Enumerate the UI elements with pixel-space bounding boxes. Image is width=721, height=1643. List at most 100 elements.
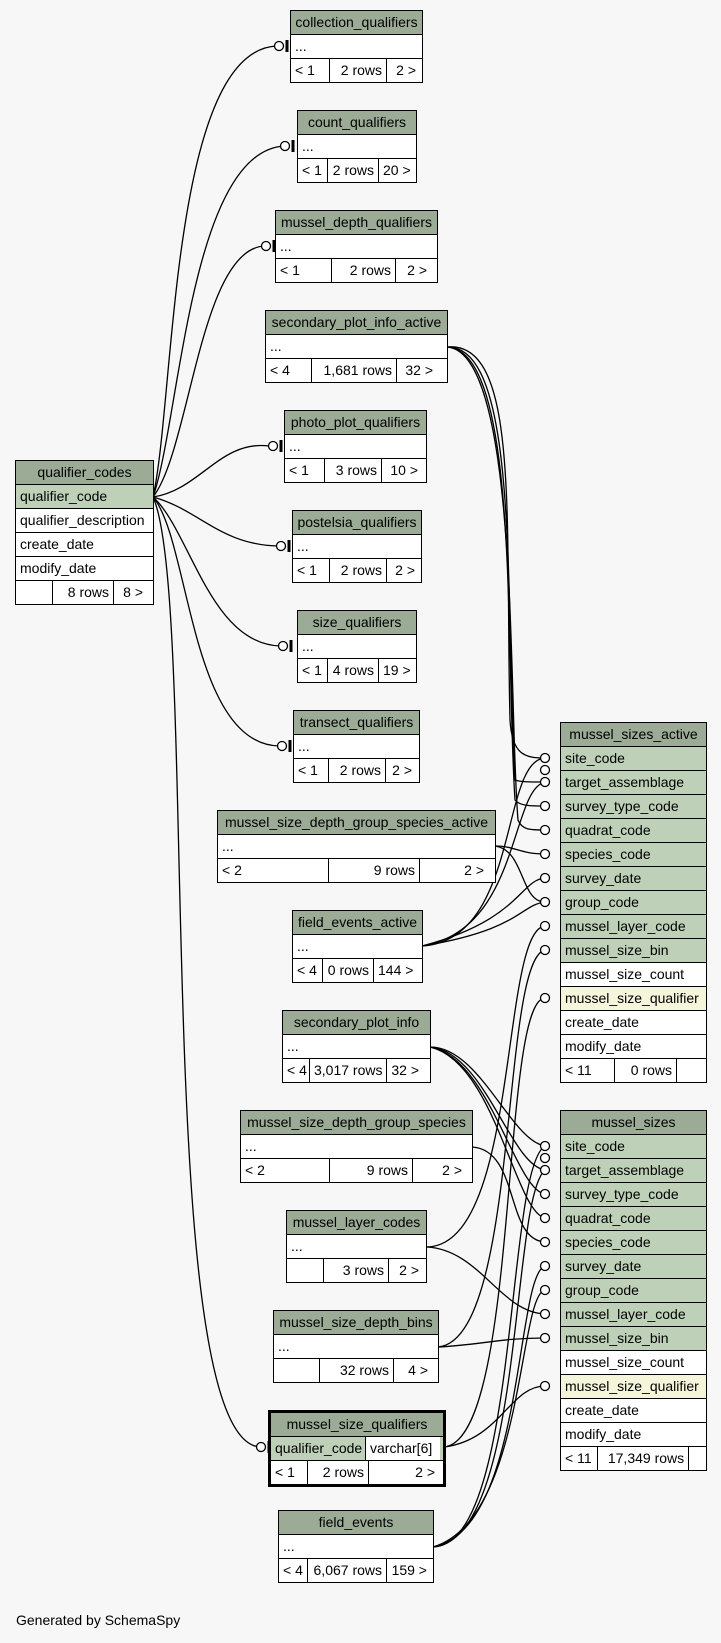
table-field-events-active[interactable]: field_events_active ... < 4 0 rows 144 > [292,910,423,983]
parents-link[interactable]: < 2 [218,859,329,882]
parents-link[interactable]: < 11 [561,1059,615,1082]
table-title[interactable]: secondary_plot_info_active [266,311,447,335]
column-row[interactable]: ... [276,235,437,259]
table-title[interactable]: mussel_size_depth_bins [274,1311,438,1335]
children-link[interactable]: 2 > [464,862,484,878]
table-title[interactable]: collection_qualifiers [291,11,422,35]
table-title[interactable]: field_events [279,1511,433,1535]
column-row[interactable]: ... [287,1235,426,1259]
column-row[interactable]: create_date [561,1399,706,1423]
table-title[interactable]: mussel_layer_codes [287,1211,426,1235]
table-field-events[interactable]: field_events ... < 4 6,067 rows 159 > [278,1510,434,1583]
table-title[interactable]: mussel_size_depth_group_species_active [218,811,495,835]
column-row[interactable]: ... [274,1335,438,1359]
table-title[interactable]: qualifier_codes [16,461,153,485]
column-row[interactable]: ... [241,1135,472,1159]
children-link[interactable]: 2 > [442,1162,462,1178]
column-row-primary-key[interactable]: qualifier_code [16,485,153,509]
column-row[interactable]: ... [298,135,416,159]
parents-link[interactable]: < 2 [241,1159,330,1182]
column-row[interactable]: create_date [561,1011,706,1035]
column-row[interactable]: qualifier_description [16,509,153,533]
column-row-primary-key[interactable]: species_code [561,843,706,867]
parents-link[interactable]: < 4 [279,1559,308,1582]
children-link[interactable]: 2 > [396,62,416,78]
column-row-primary-key[interactable]: site_code [561,747,706,771]
column-row-primary-key[interactable]: survey_date [561,1255,706,1279]
children-link[interactable]: 8 > [123,584,143,600]
table-secondary-plot-info-active[interactable]: secondary_plot_info_active ... < 4 1,681… [265,310,448,383]
column-row-primary-key[interactable]: mussel_layer_code [561,915,706,939]
table-mussel-depth-qualifiers[interactable]: mussel_depth_qualifiers ... < 1 2 rows 2… [275,210,438,283]
column-row-primary-key[interactable]: quadrat_code [561,819,706,843]
table-secondary-plot-info[interactable]: secondary_plot_info ... < 4 3,017 rows 3… [282,1010,431,1083]
column-row[interactable]: ... [218,835,495,859]
table-count-qualifiers[interactable]: count_qualifiers ... < 1 2 rows 20 > [297,110,417,183]
table-title[interactable]: transect_qualifiers [294,711,419,735]
column-row[interactable]: ... [294,735,419,759]
column-row-indexed[interactable]: mussel_size_qualifier [561,987,706,1011]
parents-link[interactable]: < 1 [271,1461,308,1484]
column-row-primary-key[interactable]: mussel_size_bin [561,939,706,963]
parents-link[interactable]: < 1 [291,59,330,82]
table-mussel-size-qualifiers[interactable]: mussel_size_qualifiers qualifier_code va… [268,1410,446,1487]
column-row-primary-key[interactable]: quadrat_code [561,1207,706,1231]
table-title[interactable]: count_qualifiers [298,111,416,135]
children-link[interactable]: 2 > [407,262,427,278]
children-link[interactable]: 2 > [392,762,412,778]
parents-link[interactable]: < 1 [293,559,330,582]
table-postelsia-qualifiers[interactable]: postelsia_qualifiers ... < 1 2 rows 2 > [292,510,422,583]
column-row-primary-key[interactable]: qualifier_code varchar[6] [271,1437,443,1461]
column-row[interactable]: ... [291,35,422,59]
column-row-primary-key[interactable]: target_assemblage [561,1159,706,1183]
table-title[interactable]: field_events_active [293,911,422,935]
table-mussel-size-depth-bins[interactable]: mussel_size_depth_bins ... 32 rows 4 > [273,1310,439,1383]
column-row[interactable]: modify_date [16,557,153,581]
column-row-indexed[interactable]: mussel_size_qualifier [561,1375,706,1399]
table-title[interactable]: mussel_size_depth_group_species [241,1111,472,1135]
parents-link[interactable]: < 1 [298,159,328,182]
table-title[interactable]: mussel_sizes_active [561,723,706,747]
column-row-primary-key[interactable]: survey_date [561,867,706,891]
column-row-primary-key[interactable]: group_code [561,891,706,915]
column-row-primary-key[interactable]: mussel_layer_code [561,1303,706,1327]
table-collection-qualifiers[interactable]: collection_qualifiers ... < 1 2 rows 2 > [290,10,423,83]
table-title[interactable]: mussel_size_qualifiers [271,1413,443,1437]
table-mussel-sizes[interactable]: mussel_sizes site_code target_assemblage… [560,1110,707,1471]
table-mussel-sizes-active[interactable]: mussel_sizes_active site_code target_ass… [560,722,707,1083]
table-title[interactable]: secondary_plot_info [283,1011,430,1035]
table-mussel-layer-codes[interactable]: mussel_layer_codes ... 3 rows 2 > [286,1210,427,1283]
children-link[interactable]: 19 > [383,662,411,678]
children-link[interactable]: 20 > [383,162,411,178]
parents-link[interactable]: < 1 [294,759,329,782]
table-title[interactable]: mussel_depth_qualifiers [276,211,437,235]
table-size-qualifiers[interactable]: size_qualifiers ... < 1 4 rows 19 > [297,610,417,683]
children-link[interactable]: 4 > [408,1362,428,1378]
children-link[interactable]: 2 > [399,1262,419,1278]
parents-link[interactable]: < 4 [293,959,323,982]
table-title[interactable]: size_qualifiers [298,611,416,635]
parents-link[interactable]: < 1 [285,459,325,482]
column-row-primary-key[interactable]: site_code [561,1135,706,1159]
column-row[interactable]: ... [283,1035,430,1059]
children-link[interactable]: 2 > [395,562,415,578]
column-row[interactable]: mussel_size_count [561,963,706,987]
children-link[interactable]: 2 > [415,1464,435,1480]
children-link[interactable]: 32 > [405,362,433,378]
table-mussel-size-depth-group-species[interactable]: mussel_size_depth_group_species ... < 2 … [240,1110,473,1183]
column-row[interactable]: ... [266,335,447,359]
column-row[interactable]: ... [293,935,422,959]
parents-link[interactable]: < 11 [561,1447,598,1470]
column-row-primary-key[interactable]: survey_type_code [561,795,706,819]
column-row[interactable]: ... [293,535,421,559]
column-row-primary-key[interactable]: species_code [561,1231,706,1255]
column-row-primary-key[interactable]: survey_type_code [561,1183,706,1207]
parents-link[interactable]: < 4 [283,1059,310,1082]
table-qualifier-codes[interactable]: qualifier_codes qualifier_code qualifier… [15,460,154,605]
children-link[interactable]: 32 > [391,1062,419,1078]
column-row-primary-key[interactable]: group_code [561,1279,706,1303]
table-title[interactable]: photo_plot_qualifiers [285,411,426,435]
children-link[interactable]: 144 > [378,962,414,978]
table-title[interactable]: postelsia_qualifiers [293,511,421,535]
column-row[interactable]: modify_date [561,1035,706,1059]
